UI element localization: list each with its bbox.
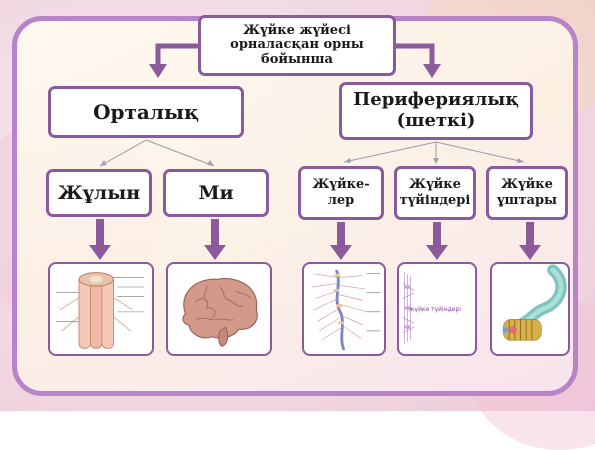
ganglia-illustration: жүйке түйіндері	[397, 262, 477, 356]
ganglia-caption: жүйке түйіндері	[409, 306, 461, 313]
ganglia-label: Жүйке түйіндері	[399, 177, 471, 208]
ganglia-drawing	[402, 271, 415, 345]
ganglia-box: Жүйке түйіндері	[394, 166, 476, 220]
nerve-endings-illustration	[490, 262, 570, 356]
spinal-cord-label: Жұлын	[57, 182, 141, 204]
spinal-cord-drawing	[56, 272, 145, 349]
spinal-cord-box: Жұлын	[46, 169, 152, 217]
brain-box: Ми	[163, 169, 269, 217]
brain-illustration	[166, 262, 272, 356]
title-text: Жүйке жүйесі орналасқан орны бойынша	[230, 23, 364, 67]
peripheral-label: Перифериялық (шеткі)	[353, 89, 519, 131]
spinal-cord-illustration	[48, 262, 154, 356]
nerves-illustration	[302, 262, 386, 356]
central-box: Орталық	[48, 86, 244, 138]
nerve-endings-label: Жүйке ұштары	[496, 177, 558, 208]
nerves-drawing	[311, 269, 381, 351]
nerve-endings-box: Жүйке ұштары	[486, 166, 568, 220]
brain-label: Ми	[198, 182, 234, 204]
title-box: Жүйке жүйесі орналасқан орны бойынша	[198, 15, 396, 76]
nerves-box: Жүйке- лер	[298, 166, 384, 220]
central-label: Орталық	[93, 100, 199, 124]
nerves-label: Жүйке- лер	[312, 177, 370, 208]
nerve-endings-drawing	[502, 264, 567, 341]
peripheral-box: Перифериялық (шеткі)	[339, 82, 533, 140]
brain-drawing	[182, 278, 258, 347]
